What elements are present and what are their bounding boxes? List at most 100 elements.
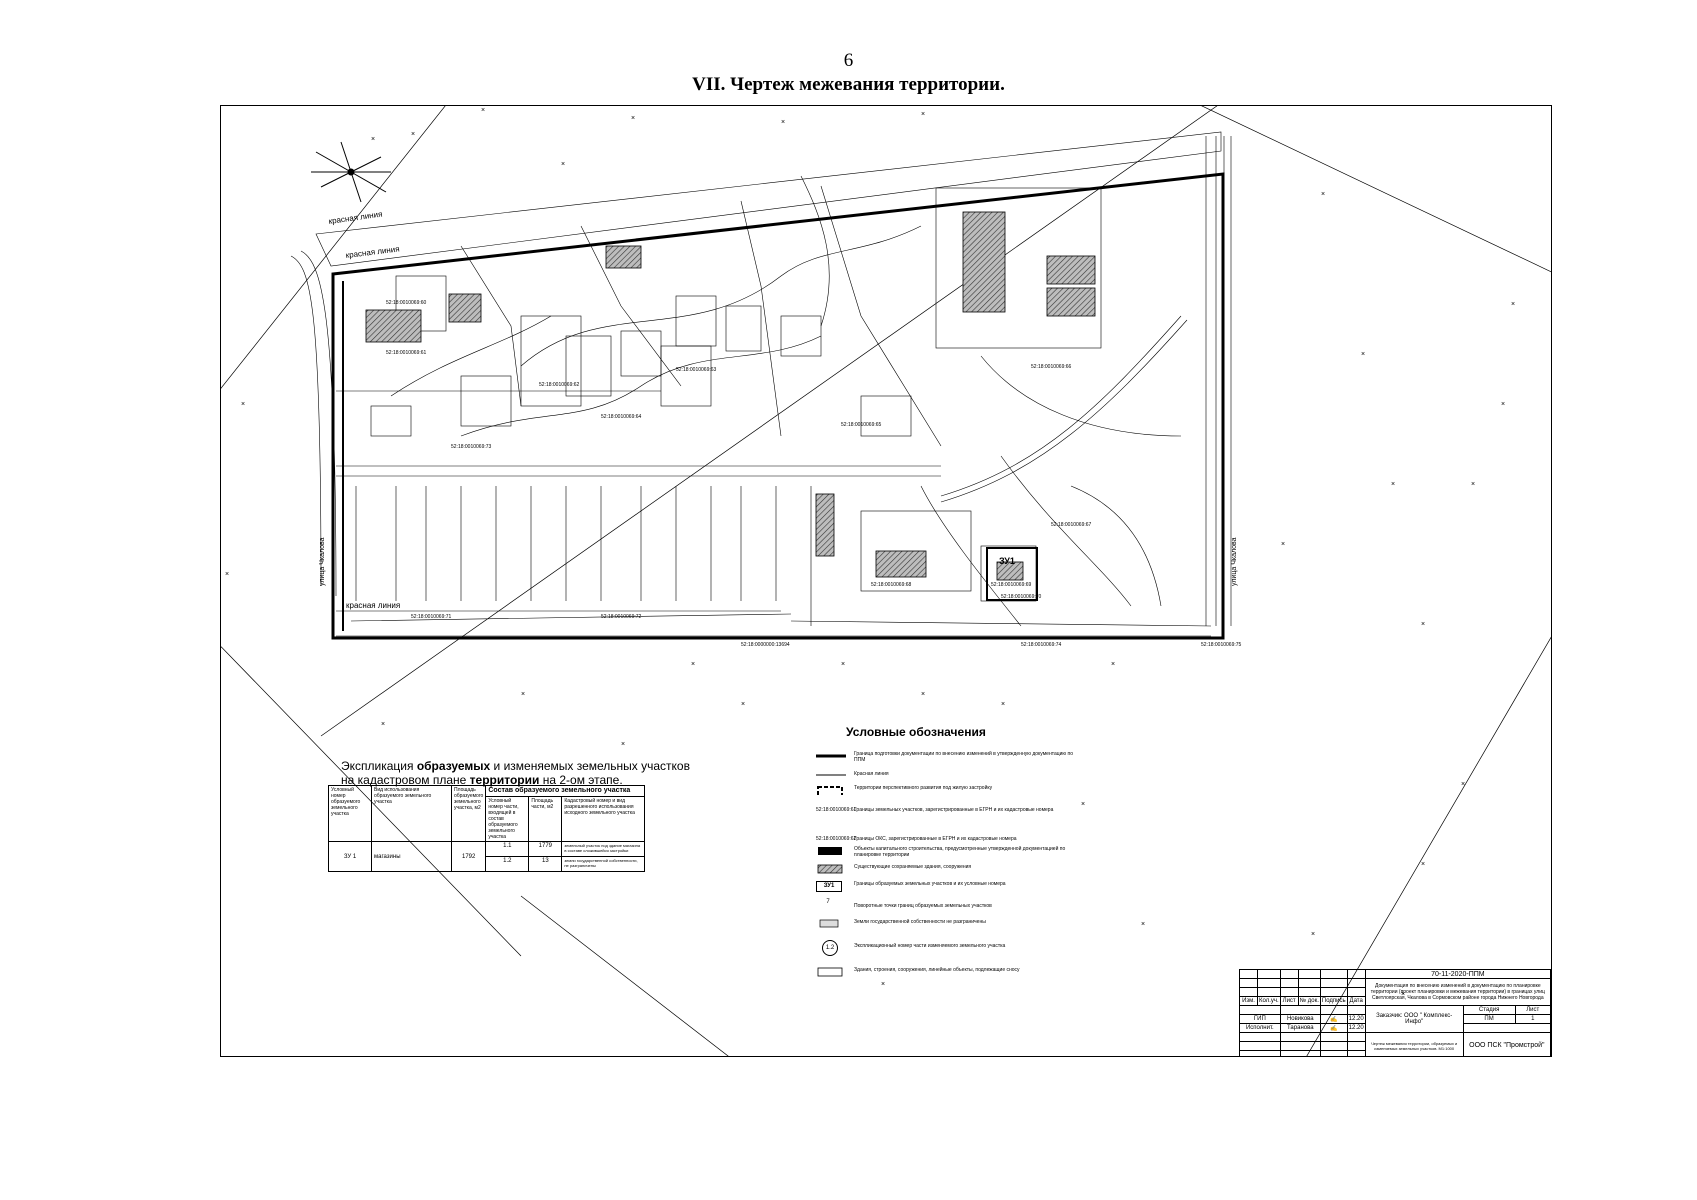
drawing-sheet: красная линия красная линия красная лини…	[220, 105, 1552, 1057]
street-label-right: улица Чкалова	[1231, 537, 1238, 586]
cadastral-label: 52:18:0010069:61	[386, 350, 427, 356]
cadastral-label: 52:18:0010069:71	[411, 614, 452, 620]
signature: ✍	[1319, 1014, 1348, 1024]
north-arrow-icon	[311, 141, 391, 203]
svg-text:×: ×	[371, 136, 375, 143]
svg-text:×: ×	[1461, 781, 1465, 788]
svg-text:×: ×	[381, 721, 385, 728]
drawing-title: Чертеж межевания территории, образуемых …	[1364, 1032, 1464, 1056]
zu1-plot	[986, 547, 1038, 601]
svg-text:×: ×	[1141, 921, 1145, 928]
svg-text:×: ×	[781, 119, 785, 126]
explication-title: Экспликация образуемых и изменяемых земе…	[341, 759, 690, 787]
cadastral-label: 52:18:0010069:60	[386, 300, 427, 306]
col-header: Условный номер образуемого земельного уч…	[328, 785, 372, 842]
svg-text:×: ×	[921, 111, 925, 118]
cadastral-label: 52:18:0010069:69	[991, 582, 1032, 588]
svg-text:×: ×	[691, 661, 695, 668]
capital-object-icon	[818, 847, 842, 855]
cadastral-label: 52:18:0010069:62	[539, 382, 580, 388]
page-title: VII. Чертеж межевания территории.	[692, 74, 1005, 95]
cadastral-label: 52:18:0010069:70	[1001, 594, 1042, 600]
red-line-icon	[816, 774, 846, 776]
svg-text:×: ×	[631, 115, 635, 122]
cadastral-labels: 52:18:0010069:60 52:18:0010069:61 52:18:…	[386, 300, 1242, 648]
cadastral-label: 52:18:0010069:68	[871, 582, 912, 588]
stage: ПМ	[1462, 1014, 1516, 1024]
svg-text:×: ×	[1421, 861, 1425, 868]
cadastral-label: 52:18:0010069:67	[1051, 522, 1092, 528]
svg-text:×: ×	[621, 741, 625, 748]
col-header: Условный номер части, входящей в состав …	[485, 796, 530, 842]
page-number: 6	[843, 50, 854, 71]
demolition-icon	[817, 967, 843, 977]
role: ГИП	[1239, 1014, 1281, 1024]
cadastral-label: 52:18:0010069:66	[1031, 364, 1072, 370]
svg-text:×: ×	[1311, 931, 1315, 938]
hatched-building-icon	[817, 864, 843, 874]
cadastral-label: 52:18:0010069:64	[601, 414, 642, 420]
part-number-icon: 1.2	[822, 940, 838, 956]
svg-text:×: ×	[1361, 351, 1365, 358]
svg-text:×: ×	[881, 981, 885, 988]
svg-text:×: ×	[1111, 661, 1115, 668]
svg-text:×: ×	[741, 701, 745, 708]
organization: ООО ПСК "Промстрой"	[1462, 1032, 1551, 1056]
svg-text:×: ×	[1321, 191, 1325, 198]
street-label-left: улица Чкалова	[319, 537, 326, 586]
table-row: 1.2 13 земли государственной собственнос…	[329, 856, 646, 872]
sheet-number: 1	[1514, 1014, 1551, 1024]
cadastral-label: 52:18:0010069:63	[676, 367, 717, 373]
person-name: Таранова	[1279, 1023, 1321, 1033]
zu-code: ЗУ1	[816, 881, 842, 892]
svg-text:×: ×	[1501, 401, 1505, 408]
svg-text:×: ×	[1281, 541, 1285, 548]
red-line-label-2: красная линия	[345, 244, 400, 260]
customer: Заказчик: ООО " Комплекс- Инфо"	[1364, 1005, 1464, 1033]
zu1-label: ЗУ1	[999, 556, 1015, 566]
svg-text:×: ×	[561, 161, 565, 168]
state-land-icon	[819, 919, 839, 928]
cadastral-label: 52:18:0010069:75	[1201, 642, 1242, 648]
svg-text:×: ×	[1081, 801, 1085, 808]
boundary-line-icon	[816, 754, 846, 758]
role: Исполнит.	[1239, 1023, 1281, 1033]
explication-table: Условный номер образуемого земельного уч…	[328, 785, 646, 872]
col-header: Площадь образуемого земельного участка, …	[450, 785, 487, 842]
red-line-label-3: красная линия	[346, 601, 400, 610]
svg-text:×: ×	[411, 131, 415, 138]
col-header: Кадастровый номер и вид разрешенного исп…	[561, 796, 646, 842]
cadastral-label: 52:18:0010069:65	[841, 422, 882, 428]
map-linework	[290, 131, 1232, 637]
title-block: 70-11-2020-ППМ Документация по внесению …	[1239, 969, 1551, 1056]
cadastral-map: красная линия красная линия красная лини…	[221, 106, 1551, 1056]
col-header: Вид использования образуемого земельного…	[371, 785, 452, 842]
oks-code: 52:18:0010069:62	[816, 836, 857, 842]
dashed-territory-icon	[817, 786, 843, 795]
turn-point-code: 7	[826, 899, 830, 905]
cadastral-label: 52:18:0010069:73	[451, 444, 492, 450]
document-description: Документация по внесению изменений в док…	[1364, 978, 1551, 1006]
svg-text:×: ×	[1001, 701, 1005, 708]
person-name: Новикова	[1279, 1014, 1321, 1024]
svg-text:×: ×	[241, 401, 245, 408]
cadastral-label: 52:18:0010069:72	[601, 614, 642, 620]
table-row: ЗУ 1 магазины 1792 1.1 1779 земельный уч…	[328, 841, 646, 872]
existing-buildings	[365, 211, 1096, 581]
svg-text:×: ×	[1391, 481, 1395, 488]
parcel-code: 52:18:0010069:61	[816, 807, 857, 813]
red-line-label-1: красная линия	[328, 210, 383, 226]
svg-text:×: ×	[521, 691, 525, 698]
svg-text:×: ×	[921, 691, 925, 698]
svg-text:×: ×	[225, 571, 229, 578]
svg-text:×: ×	[1511, 301, 1515, 308]
col-header: Площадь части, м2	[528, 796, 563, 842]
group-header: Состав образуемого земельного участка	[485, 785, 646, 797]
cadastral-label: 52:18:0000000:13694	[741, 642, 790, 648]
svg-text:×: ×	[841, 661, 845, 668]
svg-text:×: ×	[481, 107, 485, 114]
survey-marks: ××× ××× ××× ××× ××× ××× ××× ××× ××× ××× …	[225, 107, 1515, 998]
cadastral-label: 52:18:0010069:74	[1021, 642, 1062, 648]
document-code: 70-11-2020-ППМ	[1364, 969, 1551, 979]
legend-title: Условные обозначения	[846, 725, 986, 739]
